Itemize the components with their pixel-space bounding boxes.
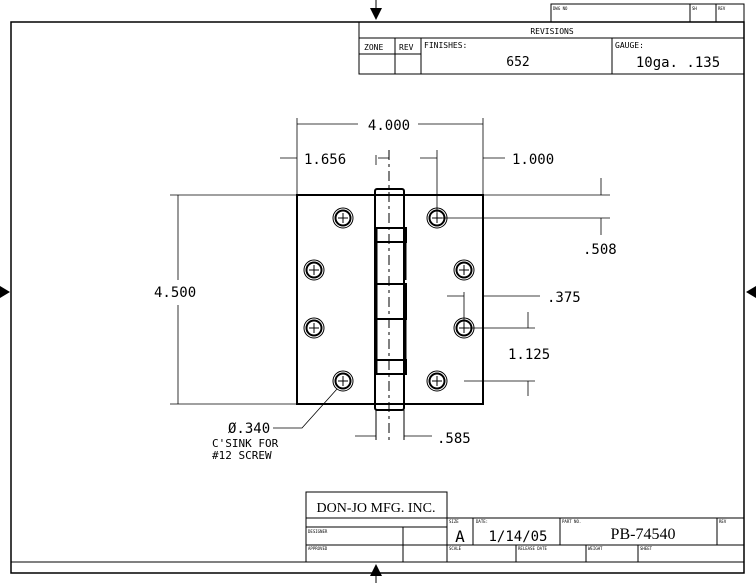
svg-text:10ga. .135: 10ga. .135 (636, 55, 720, 71)
company-name: DON-JO MFG. INC. (316, 501, 435, 516)
screw-hole-icon (303, 259, 325, 281)
title-block: DON-JO MFG. INC. DESIGNER APPROVED SIZE … (11, 491, 744, 563)
svg-text:GAUGE:: GAUGE: (615, 41, 644, 50)
screw-hole-icon (303, 317, 325, 339)
dim-edge-hole: .375 (547, 290, 581, 306)
left-center-marker-icon (0, 286, 10, 298)
hinge-plate (296, 150, 484, 440)
right-center-marker-icon (746, 286, 756, 298)
svg-text:SH: SH (692, 6, 697, 11)
dim-height: 4.500 (154, 285, 196, 301)
dim-left-offset: 1.656 (304, 152, 346, 168)
svg-text:DESIGNER: DESIGNER (308, 529, 328, 534)
dim-knuckle: .585 (437, 431, 471, 447)
screw-hole-icon (332, 207, 354, 229)
svg-text:FINISHES:: FINISHES: (424, 41, 467, 50)
revisions-block: REVISIONS ZONE REV FINISHES: 652 GAUGE: … (358, 21, 745, 75)
screw-hole-icon (332, 370, 354, 392)
screw-holes (303, 207, 475, 392)
svg-text:SIZE: SIZE (449, 519, 459, 524)
svg-text:1/14/05: 1/14/05 (488, 529, 547, 545)
svg-text:WEIGHT: WEIGHT (588, 546, 603, 551)
svg-text:APPROVED: APPROVED (308, 546, 328, 551)
hole-diameter: Ø.340 (228, 421, 270, 437)
svg-text:SHEET: SHEET (640, 546, 653, 551)
svg-text:REV: REV (718, 6, 726, 11)
svg-text:652: 652 (506, 55, 529, 70)
svg-text:ZONE: ZONE (364, 43, 383, 52)
dim-width: 4.000 (368, 118, 410, 134)
screw-hole-icon (453, 259, 475, 281)
svg-text:DWG NO: DWG NO (553, 6, 568, 11)
top-center-marker-icon (370, 8, 382, 20)
svg-text:DATE:: DATE: (476, 519, 488, 524)
bottom-center-marker-icon (370, 564, 382, 576)
dwg-no-block: DWG NO SH REV (550, 3, 745, 23)
svg-text:SCALE: SCALE (449, 546, 462, 551)
dim-top-hole: .508 (583, 242, 617, 258)
part-number: PB-74540 (611, 526, 676, 543)
svg-text:RELEASE DATE: RELEASE DATE (518, 546, 547, 551)
svg-text:A: A (455, 527, 465, 546)
screw-hole-icon (426, 370, 448, 392)
hole-note-line2: C'SINK FOR (212, 437, 279, 450)
svg-text:PART NO.: PART NO. (562, 519, 581, 524)
svg-text:REVISIONS: REVISIONS (530, 27, 574, 36)
hole-note-line3: #12 SCREW (212, 449, 272, 462)
dim-right-offset: 1.000 (512, 152, 554, 168)
dim-hole-spacing: 1.125 (508, 347, 550, 363)
svg-text:REV: REV (719, 519, 727, 524)
svg-text:REV: REV (399, 43, 414, 52)
dimension-lines (170, 118, 610, 437)
